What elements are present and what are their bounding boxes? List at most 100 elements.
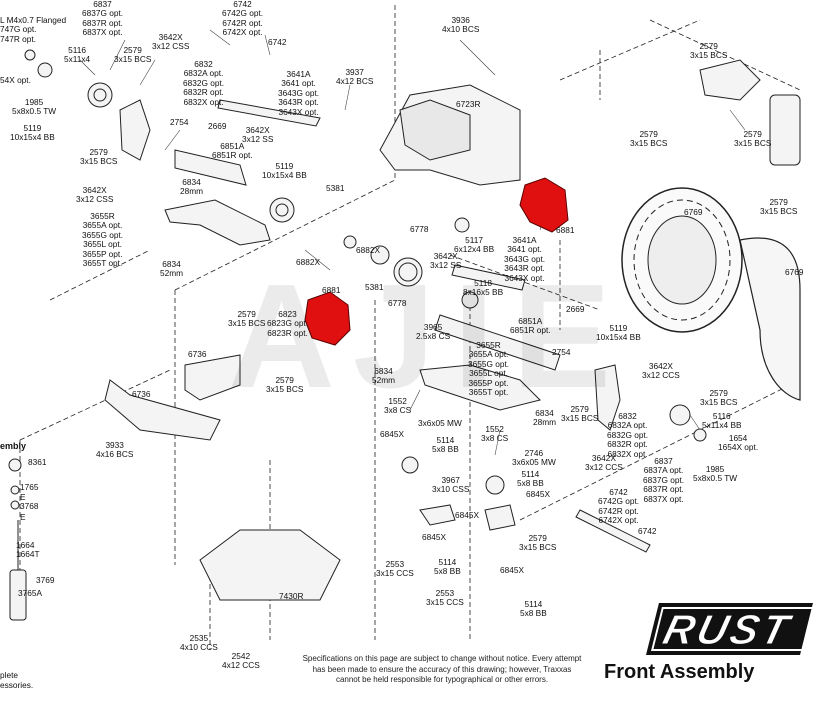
callout-5118: 5118 8x16x5 BB: [463, 278, 504, 298]
callout-6823: 6823 6823G opt. 6823R opt.: [267, 309, 309, 338]
callout-3768: 3768: [20, 501, 39, 511]
callout-2553-b: 2553 3x15 CCS: [426, 588, 464, 608]
driveshaft-right: [434, 314, 561, 371]
exploded-parts-diagram: [8, 5, 801, 650]
callout-6837-top: 6837 6837G opt. 6837R opt. 6837X opt.: [82, 0, 124, 38]
callout-2553-a: 2553 3x15 CCS: [376, 559, 414, 579]
callout-1664: 1664 1664T: [16, 540, 40, 560]
callout-2579-rr: 2579 3x15 BCS: [760, 197, 798, 217]
callout-54x: 54X opt.: [0, 75, 31, 85]
callout-2579-bl: 2579 3x15 BCS: [266, 375, 304, 395]
lower-arm-right: [419, 364, 541, 411]
callout-2542: 2542 4x12 CCS: [222, 651, 260, 671]
callout-5114-c: 5114 5x8 BB: [434, 557, 461, 577]
steering-bellcrank: [419, 504, 456, 526]
toe-link: [575, 509, 651, 553]
callout-2579-bm: 2579 3x15 BCS: [519, 533, 557, 553]
watermark: AJIE: [228, 254, 630, 419]
callout-3642x-c: 3642X 3x12 SS: [430, 251, 462, 271]
callout-6736-a: 6736: [188, 349, 207, 359]
steering-knuckle-right: [594, 364, 621, 431]
front-bumper: [104, 379, 221, 441]
callout-e1: E: [20, 492, 26, 502]
callout-6723r: 6723R: [456, 99, 481, 109]
shock-tower-right: [699, 59, 761, 101]
callout-2579-r1: 2579 3x15 BCS: [630, 129, 668, 149]
callout-3933: 3933 4x16 BCS: [96, 440, 134, 460]
callout-3936: 3936 4x10 BCS: [442, 15, 480, 35]
callout-5381-top: 5381: [326, 183, 345, 193]
callout-1552-b: 1552 3x8 CS: [481, 424, 509, 444]
callout-6834-52: 6834 52mm: [372, 366, 396, 386]
callout-5114-d: 5114 5x8 BB: [520, 599, 547, 619]
callout-2746-a: 3x6x05 MW: [418, 418, 462, 428]
callout-6742-top-b: 6742: [268, 37, 287, 47]
callout-2579-l: 2579 3x15 BCS: [80, 147, 118, 167]
callout-3769: 3769: [36, 575, 55, 585]
callout-1654: 1654 1654X opt.: [718, 433, 759, 453]
callout-6837-r: 6837 6837A opt. 6837G opt. 6837R opt. 68…: [643, 456, 685, 504]
callout-6834-28: 6834 28mm: [533, 408, 557, 428]
brand-logo-text: RUST: [658, 606, 797, 654]
left-cut-assembly: embly: [0, 441, 27, 451]
callout-5119-top: 5119 10x15x4 BB: [10, 123, 55, 143]
diff-housing-right: [519, 177, 569, 233]
callout-3642x-mid: 3642X 3x12 SS: [242, 125, 274, 145]
callout-3642x-left: 3642X 3x12 CSS: [76, 185, 114, 205]
callout-6882x-a: 6882X: [356, 245, 380, 255]
callout-6832-r: 6832 6832A opt. 6832G opt. 6832R opt. 68…: [607, 411, 649, 459]
callout-5114-a: 5114 5x8 BB: [432, 435, 459, 455]
callout-6769-cut: 6769: [785, 267, 804, 277]
callout-5116-top: 5116 5x11x4: [64, 45, 91, 65]
leader-lines: [79, 29, 746, 456]
callout-3655r-top: 3655R 3655A opt. 3655G opt. 3655L opt. 3…: [82, 211, 124, 269]
callout-3765a: 3765A: [18, 588, 42, 598]
callout-3641a-top: 3641A 3641 opt. 3643G opt. 3643R opt. 36…: [278, 69, 320, 117]
callout-5119-mid: 5119 10x15x4 BB: [262, 161, 307, 181]
steering-knuckle-left: [119, 99, 151, 161]
callout-1552-a: 1552 3x8 CS: [384, 396, 412, 416]
callout-3642x-top: 3642X 3x12 CSS: [152, 32, 190, 52]
callout-6845x-c: 6845X: [455, 510, 479, 520]
page-title: Front Assembly: [604, 661, 755, 683]
callout-8361: 8361: [28, 457, 47, 467]
callout-5117: 5117 6x12x4 BB: [454, 235, 495, 255]
callout-6851a-mid: 6851A 6851R opt.: [510, 316, 551, 336]
highlighted-parts: [304, 177, 569, 346]
callout-6742-rb: 6742: [638, 526, 657, 536]
callout-1985-top: 1985 5x8x0.5 TW: [12, 97, 57, 117]
callout-6778-a: 6778: [410, 224, 429, 234]
callout-2579-a: 2579 3x15 BCS: [114, 45, 152, 65]
callout-2669-mid: 2669: [566, 304, 585, 314]
callout-6742-top: 6742 6742G opt. 6742R opt. 6742X opt.: [222, 0, 264, 38]
callout-3967: 3967 3x10 CSS: [432, 475, 470, 495]
callout-2754-mid: 2754: [552, 347, 571, 357]
callout-5116-r: 5116 5x11x4 BB: [702, 411, 742, 431]
callout-2746-b: 2746 3x6x05 MW: [512, 448, 556, 468]
parts-line-art: [8, 49, 801, 621]
callout-3655r-mid: 3655R 3655A opt. 3655G opt. 3655L opt. 3…: [468, 340, 510, 398]
callout-6834-left: 6834 52mm: [160, 259, 184, 279]
callout-3641a-mid: 3641A 3641 opt. 3643G opt. 3643R opt. 36…: [504, 235, 546, 283]
callout-3642x-r: 3642X 3x12 CCS: [642, 361, 680, 381]
disclaimer-note: Specifications on this page are subject …: [302, 654, 582, 684]
callout-6881-r: 6881: [556, 225, 575, 235]
servo-saver: [484, 504, 516, 531]
callout-6834-top: 6834 28mm: [180, 177, 204, 197]
callout-2579-rr2: 2579 3x15 BCS: [700, 388, 738, 408]
callout-3937: 3937 4x12 BCS: [336, 67, 374, 87]
callout-flanged: L M4x0.7 Flanged 747G opt. 747R opt.: [0, 15, 67, 44]
callout-6736-b: 6736: [132, 389, 151, 399]
callout-5381-mid: 5381: [365, 282, 384, 292]
callout-6845x-d: 6845X: [422, 532, 446, 542]
callout-5119-r: 5119 10x15x4 BB: [596, 323, 641, 343]
callout-6882x-b: 6882X: [296, 257, 320, 267]
upper-arm-right: [451, 264, 526, 291]
callout-6851a-top: 6851A 6851R opt.: [212, 141, 253, 161]
callout-3642x-rb: 3642X 3x12 CCS: [585, 453, 623, 473]
callout-1765: 1765: [20, 482, 39, 492]
shock-body-right: [769, 94, 801, 166]
callout-2579-mid: 2579 3x15 BCS: [228, 309, 266, 329]
callout-6778-b: 6778: [388, 298, 407, 308]
callout-2754-top: 2754: [170, 117, 189, 127]
